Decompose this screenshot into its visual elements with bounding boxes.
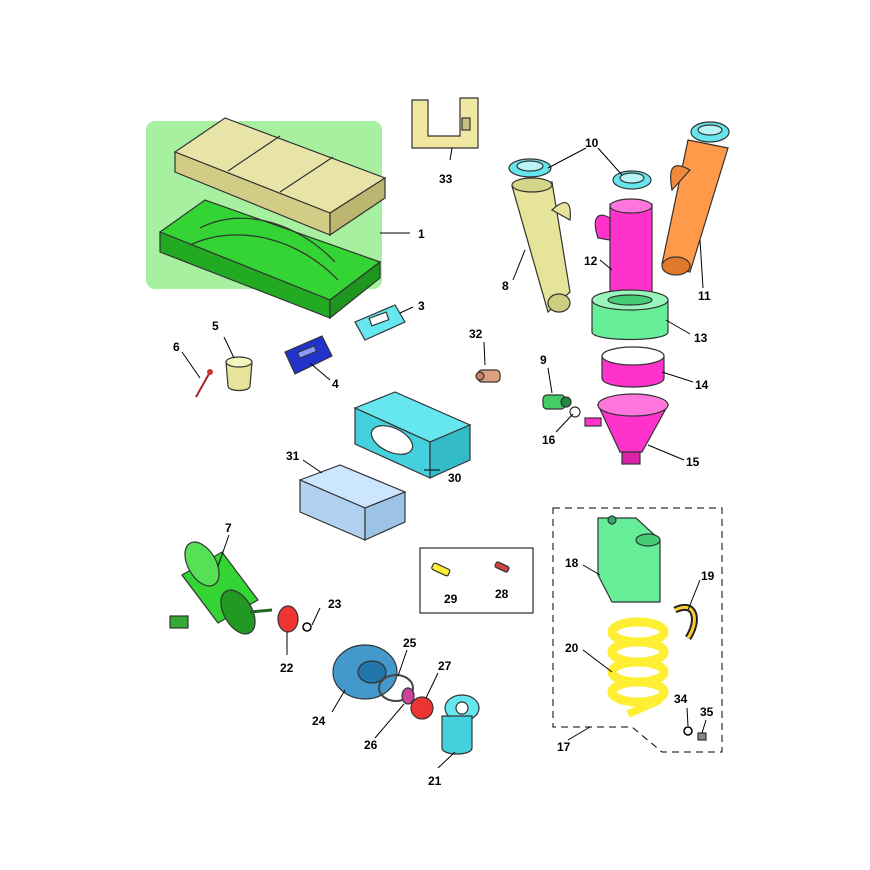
part-11-tube	[661, 121, 730, 276]
part-31-box	[298, 464, 407, 541]
part-18-block	[597, 515, 661, 603]
callout-5: 5	[212, 319, 219, 333]
part-34-washer	[683, 726, 693, 736]
callout-22: 22	[280, 661, 294, 675]
part-19-hose-end	[673, 603, 698, 640]
part-28-screw	[494, 561, 510, 573]
callout-20: 20	[565, 641, 579, 655]
part-22-disc	[277, 605, 299, 633]
part-29-fuse	[431, 562, 451, 577]
part-10-ring-a	[508, 158, 552, 178]
part-26-seal	[401, 687, 415, 705]
assembly-17-frame	[552, 507, 723, 753]
part-35-screw	[697, 732, 707, 741]
callout-18: 18	[565, 556, 579, 570]
callout-28: 28	[495, 587, 509, 601]
callout-4: 4	[332, 377, 339, 391]
part-27-impeller	[410, 696, 434, 720]
callout-7: 7	[225, 521, 232, 535]
callout-14: 14	[695, 378, 709, 392]
part-13-collar	[591, 289, 669, 341]
callout-17: 17	[557, 740, 571, 754]
callout-16: 16	[542, 433, 556, 447]
part-25-gasket	[378, 674, 414, 702]
callout-13: 13	[694, 331, 708, 345]
part-10-ring-b	[612, 170, 652, 190]
part-3-plate	[354, 304, 406, 341]
callout-24: 24	[312, 714, 326, 728]
callout-12: 12	[584, 254, 598, 268]
callout-11: 11	[698, 289, 711, 303]
part-21-pump-cover	[441, 694, 480, 755]
leader-lines	[181, 147, 707, 769]
part-23-ring	[302, 622, 312, 632]
part-8-tube	[511, 177, 571, 314]
part-9-fitting	[542, 394, 572, 410]
callout-33: 33	[439, 172, 453, 186]
callout-35: 35	[700, 705, 714, 719]
callout-19: 19	[701, 569, 715, 583]
part-6-pin	[195, 369, 213, 398]
part-32-connector	[475, 369, 501, 383]
callout-8: 8	[502, 279, 509, 293]
callout-6: 6	[173, 340, 180, 354]
callout-32: 32	[469, 327, 483, 341]
callout-29: 29	[444, 592, 458, 606]
part-24-pump-housing	[332, 644, 398, 700]
small-parts-frame	[419, 547, 534, 614]
callout-30: 30	[448, 471, 462, 485]
part-4-plate	[284, 335, 333, 375]
callout-10: 10	[585, 136, 599, 150]
callout-1: 1	[418, 227, 425, 241]
part-33-bracket	[411, 97, 479, 149]
part-7-motor	[169, 541, 273, 635]
callout-34: 34	[674, 692, 688, 706]
part-16-oring	[569, 406, 581, 418]
part-1-lid	[173, 117, 387, 237]
callout-27: 27	[438, 659, 452, 673]
part-30-box	[353, 391, 472, 479]
callout-25: 25	[403, 636, 417, 650]
callout-31: 31	[286, 449, 300, 463]
callout-9: 9	[540, 353, 547, 367]
part-20-coil	[607, 617, 669, 718]
callout-labels: 1 3 4 5 6 7 8 9 10 11 12 13 14 15 16 17 …	[173, 136, 715, 788]
part-14-ring	[601, 346, 665, 388]
callout-15: 15	[686, 455, 700, 469]
callout-26: 26	[364, 738, 378, 752]
part-1-tray	[158, 199, 382, 320]
callout-23: 23	[328, 597, 342, 611]
part-15-funnel	[584, 393, 670, 465]
part-5-cup	[225, 356, 253, 392]
callout-21: 21	[428, 774, 442, 788]
callout-3: 3	[418, 299, 425, 313]
